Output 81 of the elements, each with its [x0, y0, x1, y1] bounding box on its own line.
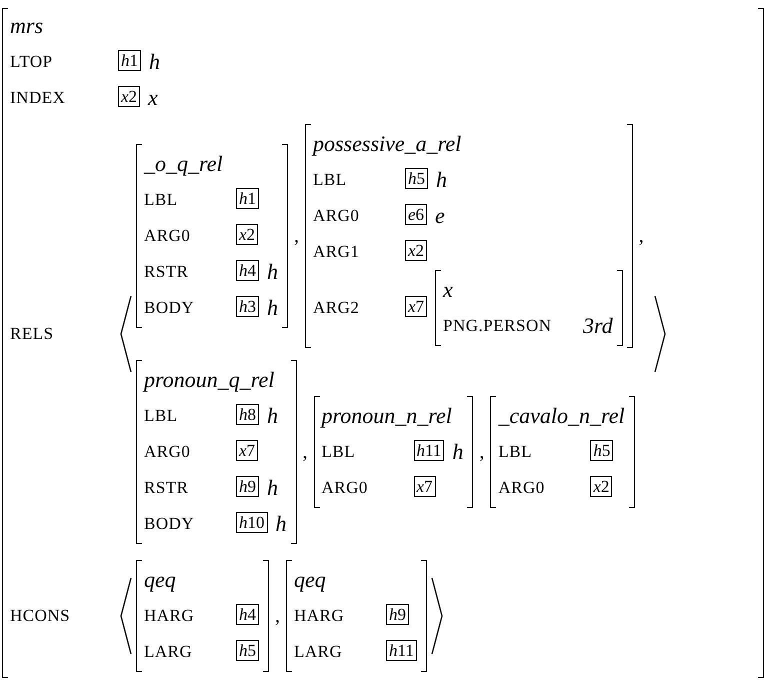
attribute-label: LBL: [322, 441, 356, 464]
comma: ,: [302, 440, 308, 465]
coreference-tag: h10: [236, 512, 268, 533]
coreference-tag: x2: [236, 224, 258, 245]
coreference-tag: h5: [590, 440, 614, 461]
value-label: h: [452, 439, 464, 465]
attribute-label: ARG0: [144, 225, 190, 248]
coreference-tag: x7: [405, 296, 428, 317]
coreference-tag: x7: [236, 440, 258, 461]
value-label: e: [435, 203, 445, 229]
feature-matrix: [435, 270, 623, 346]
attribute-label: LBL: [144, 405, 178, 428]
attribute-label: INDEX: [10, 87, 66, 110]
attribute-label: LBL: [313, 169, 347, 192]
coreference-tag: h11: [386, 640, 417, 661]
value-label: h: [436, 167, 447, 193]
type-label: x: [443, 277, 453, 303]
coreference-tag: x2: [118, 86, 140, 107]
coreference-tag: h5: [405, 168, 428, 189]
attribute-label: HARG: [294, 605, 344, 628]
comma: ,: [479, 440, 484, 465]
attribute-label: ARG0: [322, 477, 368, 500]
coreference-tag: h3: [236, 296, 259, 317]
feature-matrix: [136, 144, 288, 328]
type-label: qeq: [144, 567, 176, 593]
type-label: _o_q_rel: [144, 151, 223, 177]
attribute-label: ARG2: [313, 297, 360, 320]
value-label: h: [149, 49, 160, 75]
attribute-label: BODY: [144, 297, 194, 320]
coreference-tag: x2: [590, 476, 612, 497]
attribute-label: ARG0: [498, 477, 545, 500]
coreference-tag: h11: [414, 440, 444, 461]
coreference-tag: h5: [236, 640, 259, 661]
attribute-label: LARG: [294, 641, 342, 664]
type-label: mrs: [10, 13, 44, 39]
attribute-label: LARG: [144, 641, 192, 664]
comma: ,: [294, 224, 299, 249]
coreference-tag: e6: [405, 204, 428, 225]
comma: ,: [275, 604, 280, 629]
attribute-label: LTOP: [10, 51, 53, 74]
type-label: qeq: [294, 567, 326, 593]
value-label: h: [267, 475, 278, 501]
coreference-tag: h1: [118, 50, 141, 71]
attribute-label: LBL: [144, 189, 178, 212]
feature-matrix: [136, 360, 296, 544]
value-label: h: [276, 511, 286, 537]
coreference-tag: x7: [414, 476, 436, 497]
type-label: pronoun_q_rel: [144, 367, 274, 393]
type-label: possessive_a_rel: [313, 131, 462, 157]
comma: ,: [638, 224, 644, 249]
type-label: _cavalo_n_rel: [498, 403, 625, 429]
attribute-label: RELS: [10, 323, 54, 346]
value-label: 3rd: [583, 313, 613, 339]
coreference-tag: h9: [236, 476, 259, 497]
attribute-label: ARG0: [313, 205, 360, 228]
feature-matrix: [314, 396, 474, 508]
value-label: h: [267, 403, 278, 429]
feature-matrix: [2, 8, 764, 678]
coreference-tag: h4: [236, 260, 259, 281]
value-label: x: [148, 85, 158, 111]
attribute-label: ARG1: [313, 241, 360, 264]
feature-matrix: [490, 396, 635, 508]
attribute-label: HARG: [144, 605, 194, 628]
attribute-label: HCONS: [10, 605, 70, 628]
value-label: h: [267, 259, 278, 285]
coreference-tag: h8: [236, 404, 259, 425]
coreference-tag: h9: [386, 604, 409, 625]
feature-matrix: [305, 124, 633, 348]
attribute-label: RSTR: [144, 261, 189, 284]
attribute-label: PNG.PERSON: [443, 315, 552, 338]
value-label: h: [267, 295, 278, 321]
feature-matrix: [286, 560, 427, 672]
coreference-tag: h1: [236, 188, 259, 209]
feature-matrix: [136, 560, 269, 672]
type-label: pronoun_n_rel: [322, 403, 452, 429]
attribute-label: LBL: [498, 441, 532, 464]
attribute-label: ARG0: [144, 441, 190, 464]
coreference-tag: h4: [236, 604, 259, 625]
coreference-tag: x2: [405, 240, 428, 261]
attribute-label: BODY: [144, 513, 194, 536]
attribute-label: RSTR: [144, 477, 189, 500]
